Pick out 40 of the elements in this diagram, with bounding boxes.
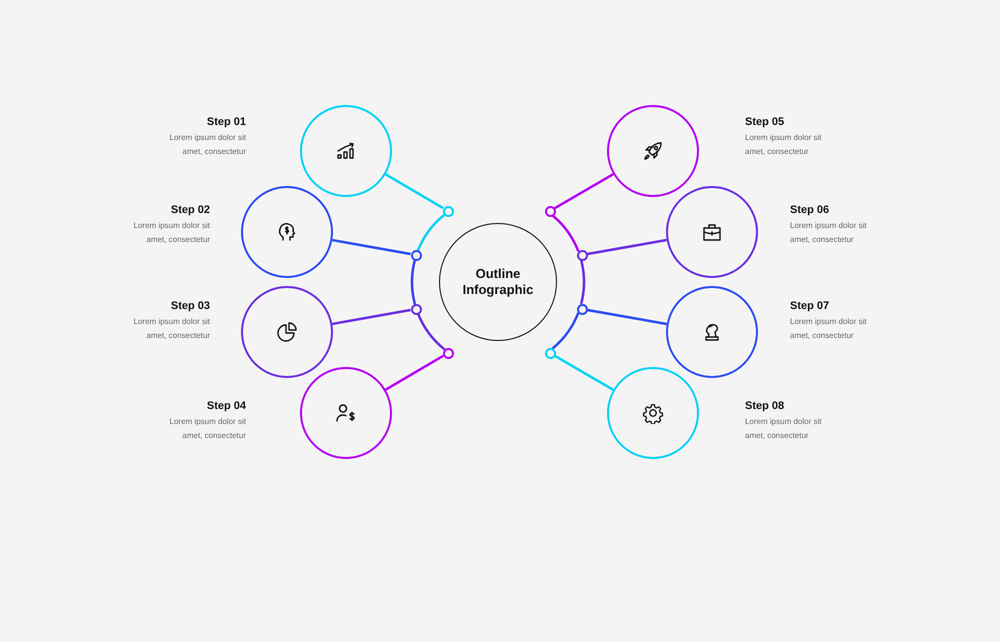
arc-connector bbox=[580, 260, 586, 304]
step-title: Step 08 bbox=[745, 400, 784, 412]
arc-connector bbox=[416, 214, 446, 252]
center-circle bbox=[439, 223, 557, 341]
connector-line bbox=[587, 238, 667, 256]
connector-dot bbox=[410, 250, 422, 260]
connector-dot bbox=[576, 250, 588, 260]
connector-dot bbox=[576, 304, 588, 314]
step-title: Step 04 bbox=[206, 400, 246, 412]
connector-line bbox=[385, 354, 444, 391]
arc-connector bbox=[416, 312, 446, 350]
connector-line bbox=[332, 238, 411, 256]
step-description: Lorem ipsum dolor sit amet, consectetur bbox=[745, 416, 822, 442]
arc-connector bbox=[410, 259, 416, 305]
connector-dot bbox=[410, 304, 422, 314]
step-title: Step 03 bbox=[170, 300, 210, 312]
step-description: Lorem ipsum dolor sit amet, consectetur bbox=[745, 132, 822, 158]
step-title: Step 02 bbox=[170, 204, 210, 216]
step-title: Step 06 bbox=[790, 204, 830, 216]
step-description: Lorem ipsum dolor sit amet, consectetur bbox=[790, 316, 868, 342]
arc-connector bbox=[552, 214, 580, 252]
connector-dot bbox=[544, 206, 556, 216]
connector-dot bbox=[544, 348, 556, 358]
step-description: Lorem ipsum dolor sit amet, consectetur bbox=[168, 132, 246, 158]
arc-connector bbox=[552, 312, 580, 350]
connector-line bbox=[332, 308, 411, 326]
connector-line bbox=[587, 308, 667, 326]
center-title: Outline Infographic bbox=[462, 266, 534, 298]
connector-dot bbox=[442, 348, 454, 358]
step-description: Lorem ipsum dolor sit amet, consectetur bbox=[132, 220, 210, 246]
connector-line bbox=[385, 173, 444, 210]
step-description: Lorem ipsum dolor sit amet, consectetur bbox=[790, 220, 868, 246]
step-description: Lorem ipsum dolor sit amet, consectetur bbox=[168, 416, 246, 442]
step-description: Lorem ipsum dolor sit amet, consectetur bbox=[132, 316, 210, 342]
connector-line bbox=[554, 354, 614, 391]
step-title: Step 05 bbox=[745, 116, 784, 128]
connector-dot bbox=[442, 206, 454, 216]
connector-line bbox=[554, 173, 614, 210]
step-title: Step 07 bbox=[790, 300, 830, 312]
step-title: Step 01 bbox=[206, 116, 246, 128]
